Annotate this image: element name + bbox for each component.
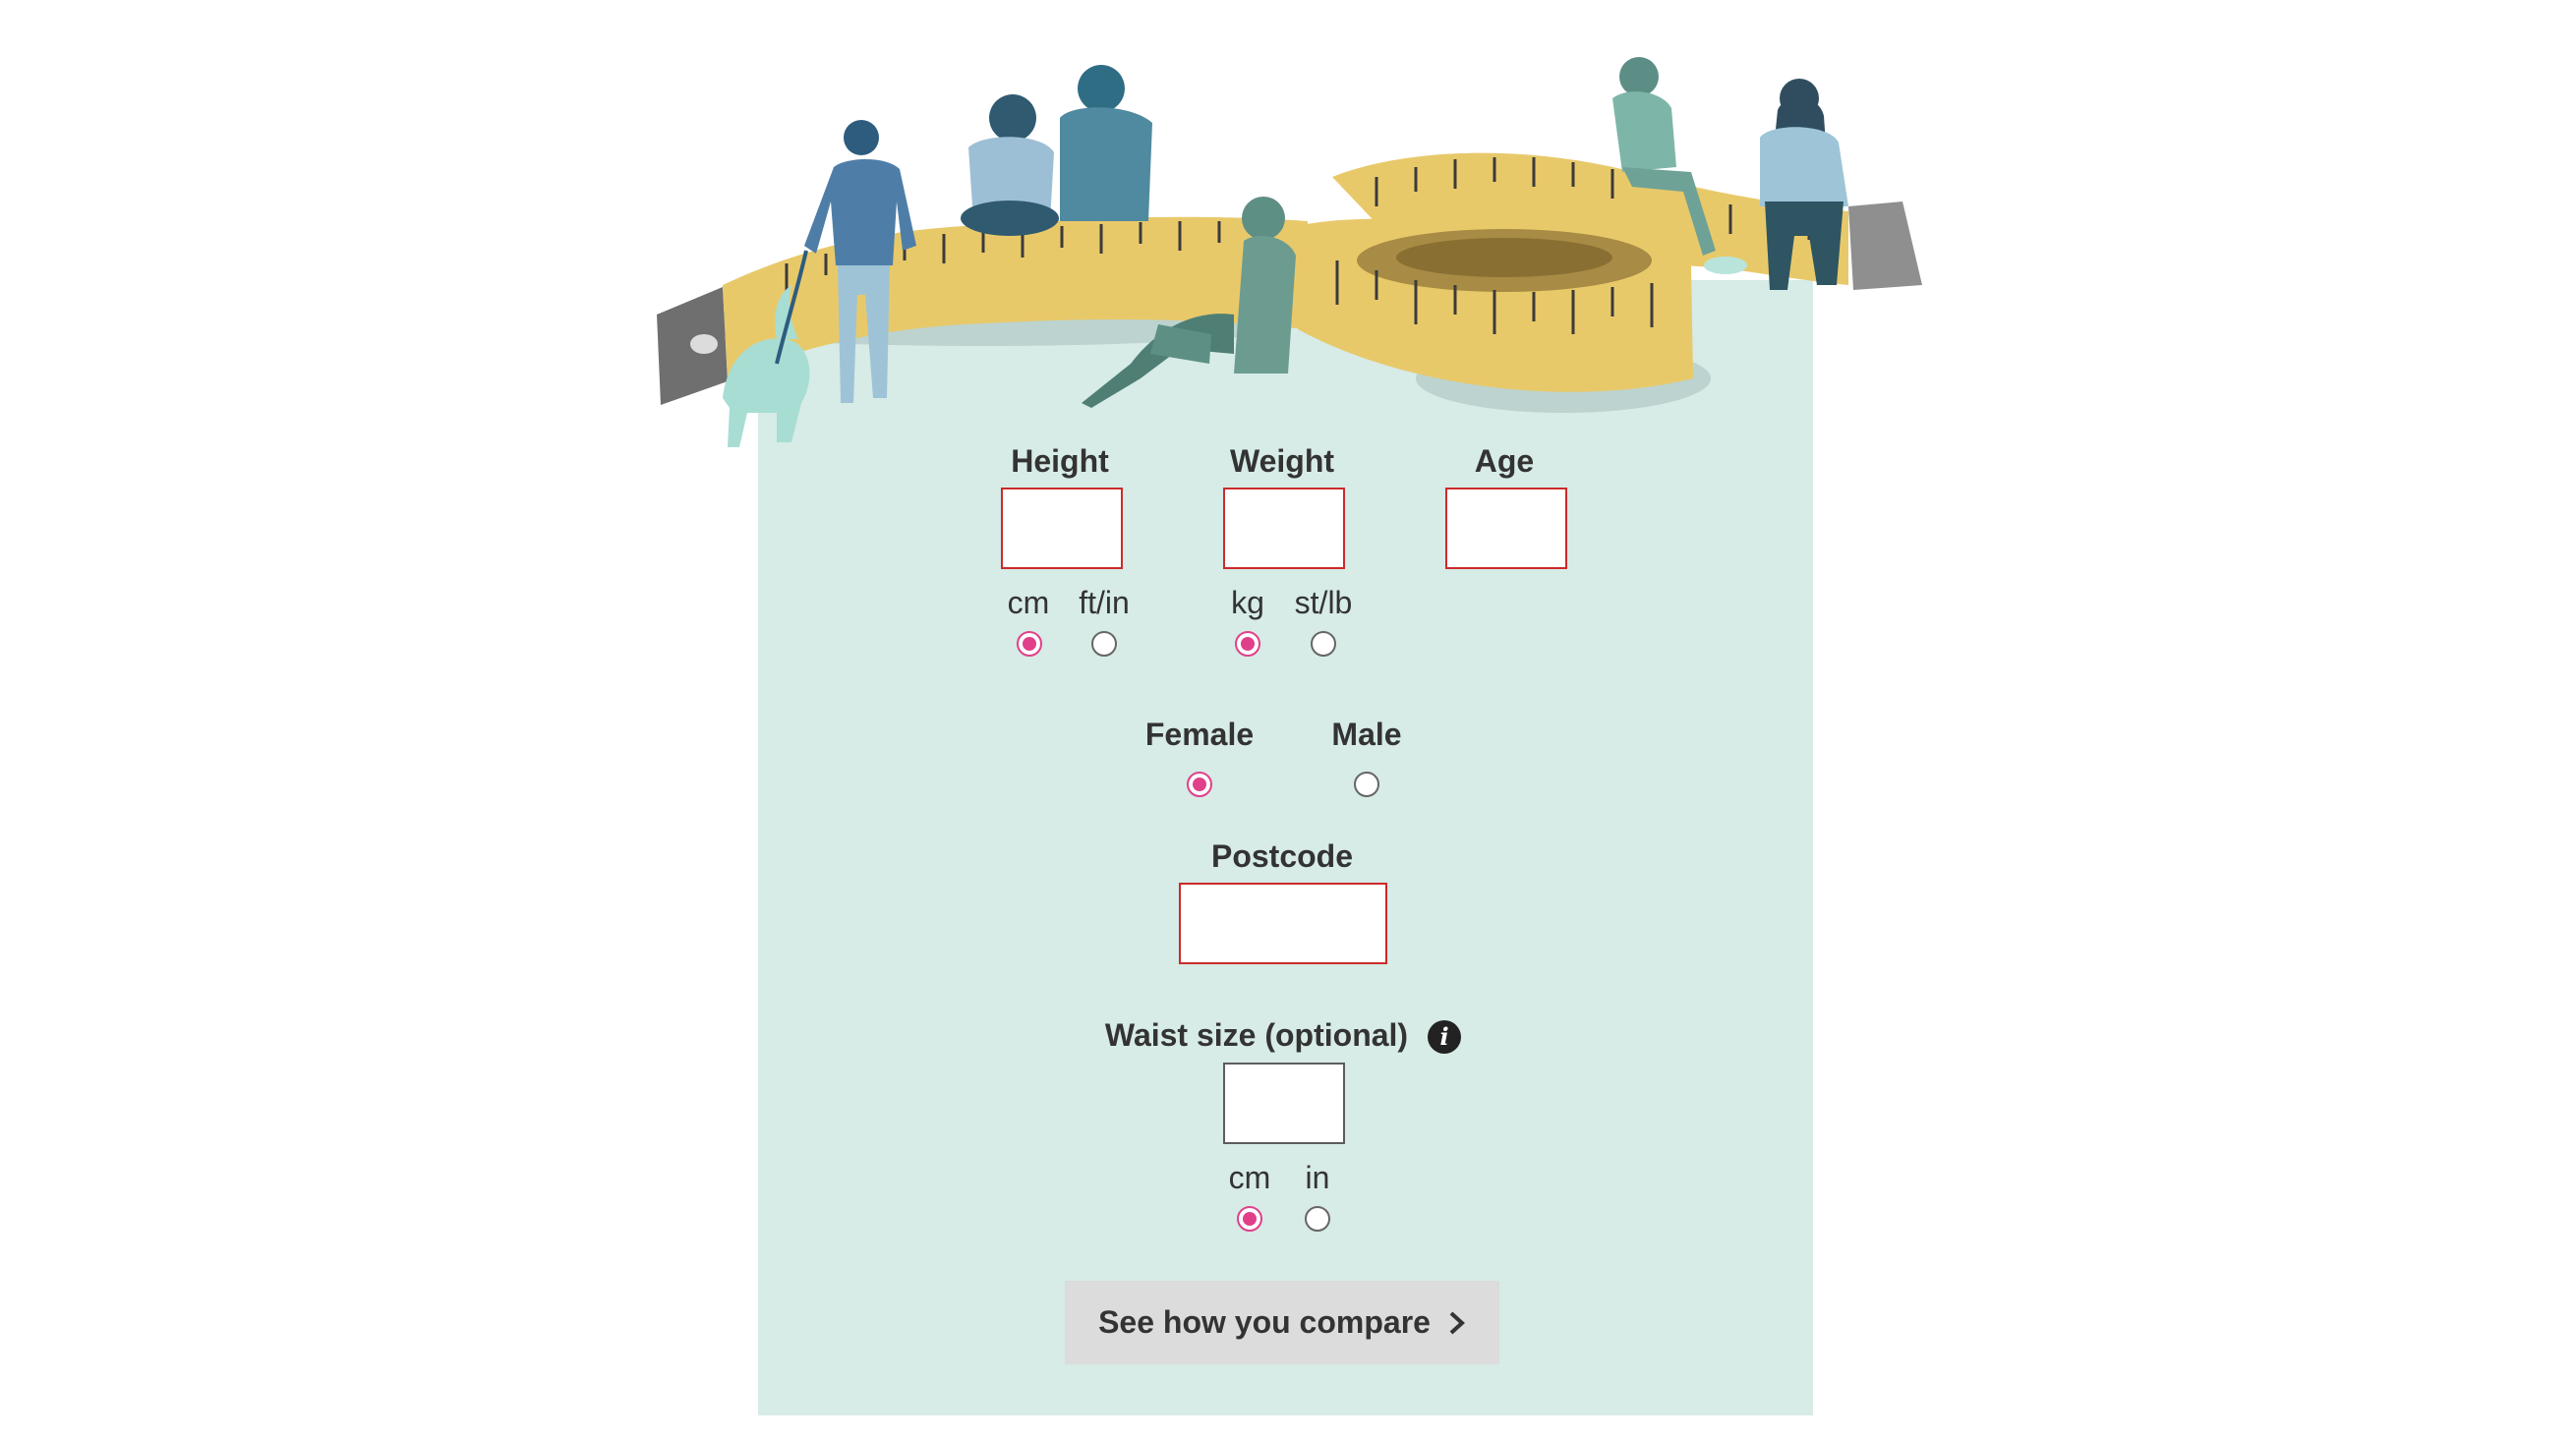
- form-panel: [758, 280, 1813, 1415]
- age-label: Age: [1474, 443, 1535, 479]
- female-radio[interactable]: [1187, 772, 1212, 797]
- see-how-you-compare-label: See how you compare: [1098, 1304, 1431, 1340]
- weight-unit-kg-radio[interactable]: [1235, 631, 1260, 657]
- waist-unit-in-label: in: [1305, 1160, 1330, 1195]
- waist-unit-cm-label: cm: [1228, 1160, 1271, 1195]
- weight-unit-kg-label: kg: [1231, 585, 1264, 620]
- postcode-input[interactable]: [1179, 883, 1387, 964]
- weight-input[interactable]: [1223, 488, 1345, 569]
- postcode-label: Postcode: [1210, 838, 1354, 874]
- male-radio[interactable]: [1354, 772, 1379, 797]
- chevron-right-icon: [1449, 1311, 1465, 1334]
- waist-unit-in-radio[interactable]: [1305, 1206, 1330, 1232]
- info-icon[interactable]: i: [1428, 1020, 1461, 1054]
- waist-size-input[interactable]: [1223, 1063, 1345, 1144]
- height-input[interactable]: [1001, 488, 1123, 569]
- weight-label: Weight: [1229, 443, 1335, 479]
- height-unit-ftin-label: ft/in: [1079, 585, 1130, 620]
- height-unit-cm-label: cm: [1007, 585, 1050, 620]
- height-unit-cm-radio[interactable]: [1017, 631, 1042, 657]
- waist-unit-cm-radio[interactable]: [1237, 1206, 1262, 1232]
- male-label: Male: [1331, 717, 1402, 752]
- female-label: Female: [1144, 717, 1255, 752]
- weight-unit-stlb-radio[interactable]: [1311, 631, 1336, 657]
- weight-unit-stlb-label: st/lb: [1294, 585, 1353, 620]
- measuring-tape-illustration: [657, 57, 1922, 447]
- height-unit-ftin-radio[interactable]: [1091, 631, 1117, 657]
- see-how-you-compare-button[interactable]: See how you compare: [1065, 1281, 1499, 1364]
- age-input[interactable]: [1445, 488, 1567, 569]
- waist-size-label: Waist size (optional): [1104, 1017, 1409, 1053]
- height-label: Height: [1011, 443, 1109, 479]
